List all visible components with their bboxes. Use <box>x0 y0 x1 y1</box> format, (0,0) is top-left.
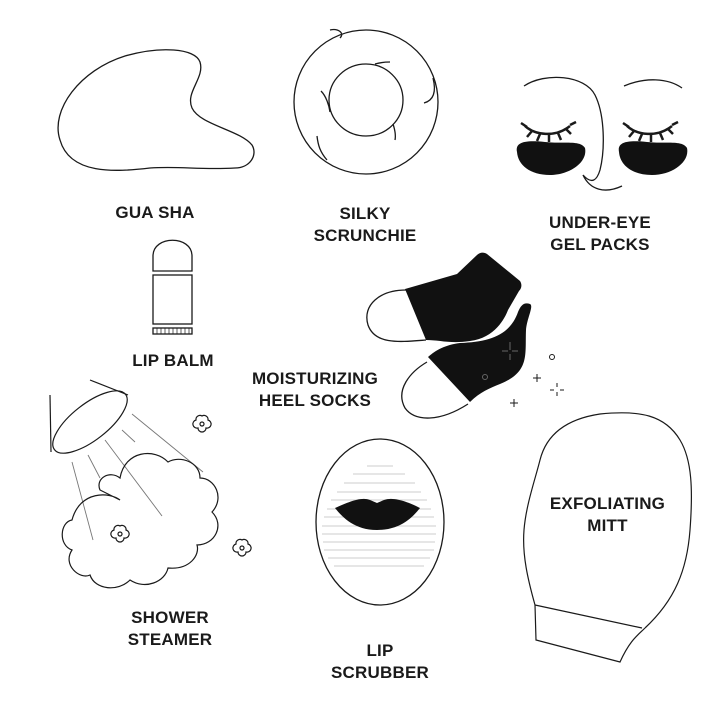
shower-steamer-icon <box>49 379 252 589</box>
moisturizing-heel-socks-label: MOISTURIZING HEEL SOCKS <box>251 369 379 410</box>
silky-scrunchie-label: SILKY SCRUNCHIE <box>313 204 417 245</box>
scrunchie-icon <box>293 28 439 175</box>
flower-icon <box>232 538 252 557</box>
gua-sha-label: GUA SHA <box>115 203 195 222</box>
lip-balm-icon <box>152 239 193 335</box>
heel-socks-icon <box>366 252 564 419</box>
under-eye-gel-packs-icon <box>516 76 688 191</box>
lip-scrubber-icon <box>315 438 445 606</box>
gua-sha-icon <box>57 49 255 171</box>
lip-scrubber-label: LIP SCRUBBER <box>331 641 429 682</box>
shower-steamer-label: SHOWER STEAMER <box>127 608 213 649</box>
exfoliating-mitt-icon <box>523 412 693 663</box>
exfoliating-mitt-label: EXFOLIATING MITT <box>549 494 666 535</box>
flower-icon <box>192 414 212 433</box>
lip-balm-label: LIP BALM <box>132 351 214 370</box>
flower-icon <box>110 524 130 543</box>
under-eye-gel-packs-label: UNDER-EYE GEL PACKS <box>549 213 651 254</box>
